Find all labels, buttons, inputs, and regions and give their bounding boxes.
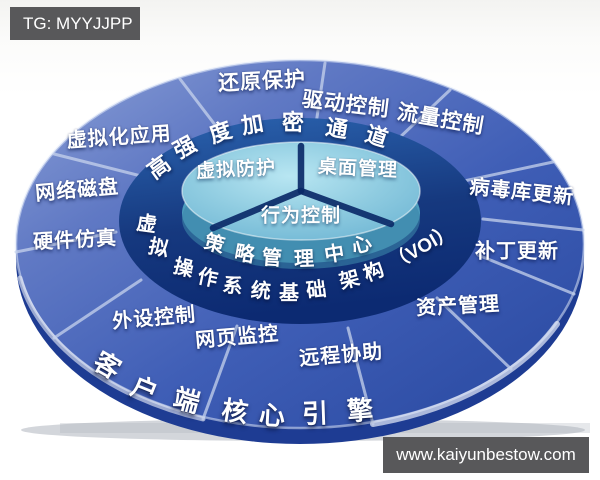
segment-divider [52, 152, 143, 178]
rim-arc-char: 擎 [346, 394, 375, 427]
disc-divider-right [297, 187, 395, 228]
rim-arc-char: 核 [219, 394, 250, 429]
segment-divider [346, 326, 375, 426]
rim-arc-char: 户 [126, 370, 163, 409]
inner-arc-middle-char: 略 [232, 241, 257, 268]
watermark-bottom: www.kaiyunbestow.com [383, 437, 589, 473]
segment-divider [435, 296, 513, 371]
voi-label: （VOI） [386, 220, 458, 275]
segment-divider [14, 230, 118, 254]
inner-arc-top-char: 加 [239, 110, 266, 139]
watermark-bottom-text: www.kaiyunbestow.com [396, 445, 576, 464]
inner-arc-top-char: 道 [362, 121, 391, 152]
outer-ring-label: 补丁更新 [475, 240, 559, 263]
center-sector-label: 桌面管理 [317, 156, 399, 182]
rim-arc-char: 客 [88, 345, 127, 385]
rim-arc-char: 心 [258, 399, 286, 432]
outer-ring-label: 网页监控 [194, 322, 281, 353]
inner-arc-top-char: 高 [142, 150, 176, 184]
center-sector-label: 行为控制 [260, 205, 342, 227]
inner-arc-middle-char: 管 [261, 246, 283, 271]
outer-ring-label: 远程协助 [298, 340, 385, 371]
outer-ring-label: 病毒库更新 [468, 176, 576, 209]
disc-divider-left [209, 187, 305, 232]
segment-divider [201, 324, 239, 421]
segment-divider [52, 278, 143, 340]
rim-arc-char: 端 [170, 382, 204, 419]
outer-ring-label: 流量控制 [395, 100, 487, 139]
segment-divider [476, 253, 576, 296]
inner-arc-bottom-char: 作 [195, 265, 220, 292]
inner-arc-top-char: 密 [281, 110, 305, 135]
inner-arc-bottom-char: 系 [221, 274, 245, 299]
outer-ring-label: 资产管理 [415, 293, 501, 320]
disc-dividers [209, 142, 395, 232]
inner-arc-bottom-char: 拟 [146, 235, 171, 262]
inner-arc-middle-char: 策 [201, 231, 227, 258]
outer-highlight-bottom-left [17, 275, 206, 422]
segment-divider [314, 61, 327, 126]
rim-arc-char: 引 [301, 398, 329, 429]
inner-arc-bottom-char: 操 [171, 255, 196, 282]
segment-divider [462, 160, 555, 183]
outer-ring-label: 外设控制 [111, 303, 198, 334]
segment-divider [178, 77, 224, 136]
inner-arc-bottom-char: 础 [305, 278, 328, 303]
inner-arc-bottom-char: 统 [250, 279, 272, 304]
outer-ring-label: 还原保护 [217, 67, 307, 96]
watermark-top-text: TG: MYYJJPP [23, 13, 133, 33]
segment-dividers [14, 61, 585, 426]
inner-arc-top-char: 通 [323, 114, 350, 143]
outer-ring-label: 网络磁盘 [34, 175, 121, 206]
inner-arc-bottom-char: 基 [279, 282, 299, 305]
outer-highlight-bottom-right [370, 321, 560, 427]
watermark-top: TG: MYYJJPP [10, 7, 140, 40]
inner-arc-middle-char: 中 [322, 242, 346, 267]
outer-ring-label: 硬件仿真 [32, 227, 118, 254]
inner-arc-top-char: 度 [206, 117, 235, 148]
segment-divider [395, 88, 452, 142]
inner-arc-bottom-char: 构 [360, 258, 388, 287]
segment-divider [481, 217, 585, 232]
inner-arc-middle-char: 理 [293, 248, 315, 271]
inner-arc-bottom-char: 架 [337, 267, 363, 294]
center-sector-label: 虚拟防护 [195, 157, 277, 183]
